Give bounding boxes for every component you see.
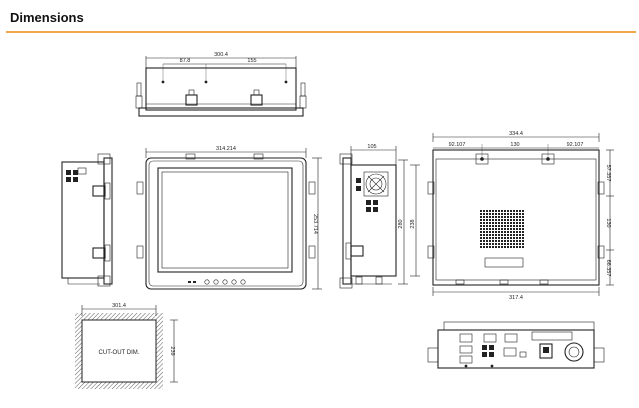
top-view: 300.4 87.8 155 [135,52,307,117]
left-side-view [61,153,113,287]
side-height-b-dim: 238 [410,219,416,228]
side-depth-dim: 105 [367,144,376,150]
page-title: Dimensions [10,10,84,25]
rear-center-span-dim: 130 [510,142,519,148]
cutout-height-dim: 239 [169,346,175,355]
cutout-width-dim: 301.4 [112,303,126,309]
title-underline [6,31,636,33]
rear-view: 334.4 92.107 130 92.107 317.4 57.357 130 [427,131,614,301]
rear-left-offset-dim: 92.107 [449,142,466,148]
side-height-a-dim: 280 [398,219,404,228]
top-overall-dim: 300.4 [214,52,228,58]
rear-width-dim: 334.4 [509,131,523,137]
front-width-dim: 314.214 [216,146,236,152]
rear-bottom-width-dim: 317.4 [509,295,523,301]
bottom-io-view [427,321,605,369]
rear-right-offset-dim: 92.107 [567,142,584,148]
rear-side-mid-dim: 130 [605,218,611,227]
front-view: 314.214 253.714 [136,146,322,290]
cutout-label: CUT-OUT DIM. [99,350,140,356]
rear-side-bottom-dim: 66.357 [605,260,611,277]
top-left-offset-dim: 87.8 [180,58,191,64]
cutout-view: 301.4 CUT-OUT DIM. 239 [75,303,178,389]
top-right-offset-dim: 155 [247,58,256,64]
right-side-view: 105 280 238 [339,144,420,289]
front-height-dim: 253.714 [312,214,318,234]
rear-side-top-dim: 57.357 [605,165,611,182]
